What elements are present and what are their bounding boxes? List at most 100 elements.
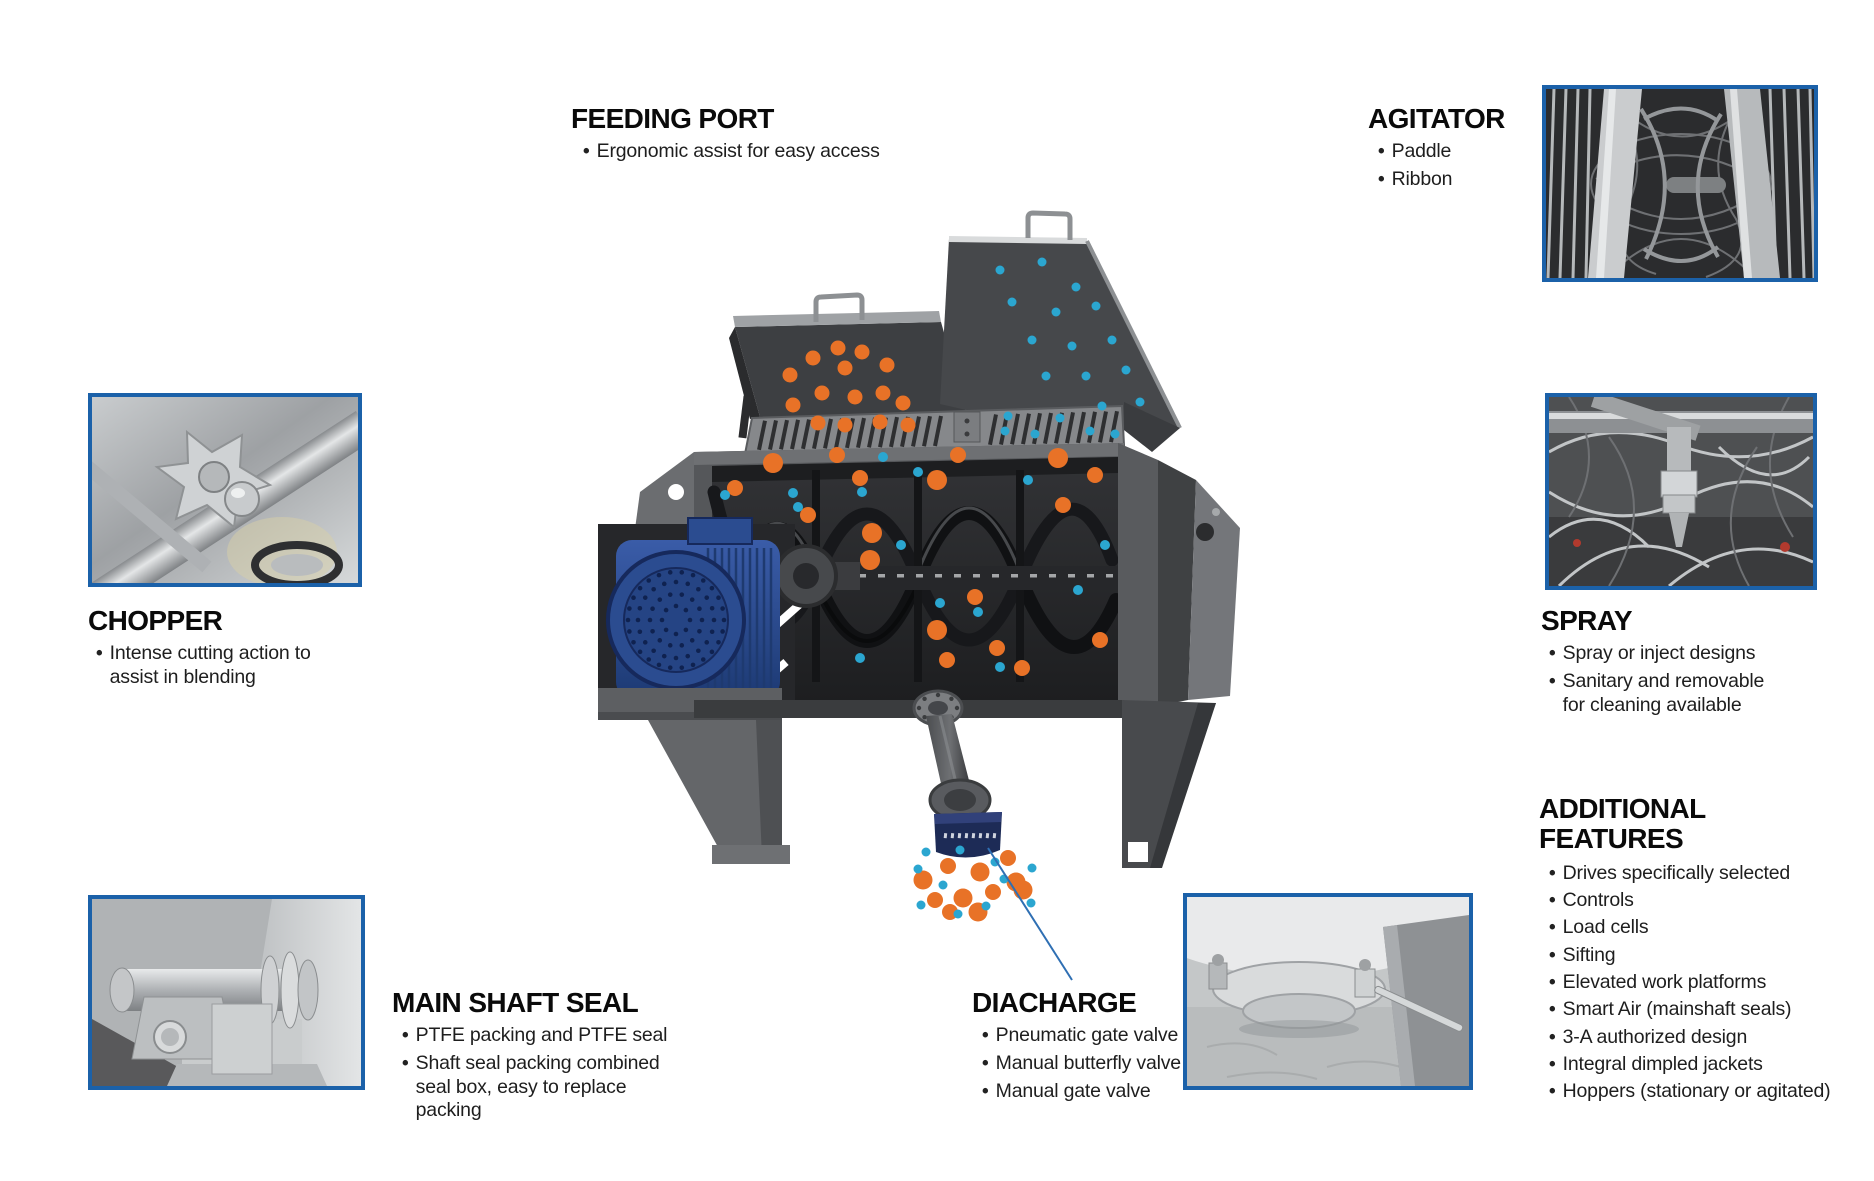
blender-body bbox=[694, 443, 1158, 716]
bullet-dot: • bbox=[1549, 670, 1556, 692]
bullet-text: Integral dimpled jackets bbox=[1562, 1052, 1763, 1075]
discharge-photo bbox=[1183, 893, 1473, 1090]
bullet-list: • PTFE packing and PTFE seal • Shaft seal p… bbox=[402, 1024, 692, 1123]
left-leg bbox=[648, 720, 782, 858]
spray-pipe bbox=[1667, 427, 1691, 475]
bullet-list: •Paddle•Ribbon bbox=[1378, 140, 1548, 192]
bullet-dot: • bbox=[1378, 140, 1385, 162]
left-lid-handle-icon bbox=[813, 292, 865, 322]
bullet-text: Pneumatic gate valve bbox=[995, 1023, 1179, 1046]
bullet-text: Drives specifically selected bbox=[1562, 861, 1791, 884]
bullet-dot: • bbox=[1378, 168, 1385, 190]
discharge-valve bbox=[912, 689, 1002, 858]
bullet-item: • 3-A authorized design bbox=[1549, 1026, 1874, 1050]
feeding-port-label: FEEDING PORT • Ergonomic assist for easy … bbox=[571, 104, 901, 168]
bullet-dot: • bbox=[1549, 890, 1556, 912]
bullet-item: •Manual gate valve bbox=[982, 1080, 1212, 1104]
bullet-item: •Paddle bbox=[1378, 140, 1548, 164]
bullet-dot: • bbox=[402, 1024, 409, 1046]
spray-photo bbox=[1545, 393, 1817, 590]
section-title: SPRAY bbox=[1541, 605, 1633, 636]
bullet-list: • Spray or inject designs • Sanitary and re… bbox=[1549, 642, 1791, 717]
discharge-label: DIACHARGE • Pneumatic gate valve •Manual b… bbox=[972, 988, 1212, 1107]
bullet-text: Sifting bbox=[1562, 943, 1616, 966]
section-title: MAIN SHAFT SEAL bbox=[392, 987, 639, 1018]
bullet-dot: • bbox=[982, 1052, 989, 1074]
bullet-item: • Spray or inject designs bbox=[1549, 642, 1791, 666]
bullet-dot: • bbox=[1549, 999, 1556, 1021]
motor-junction-box bbox=[687, 517, 753, 545]
bullet-dot: • bbox=[982, 1024, 989, 1046]
bullet-dot: • bbox=[1549, 972, 1556, 994]
bullet-item: •Load cells bbox=[1549, 916, 1874, 940]
blue-particles-discharge bbox=[913, 845, 1037, 919]
bullet-dot: • bbox=[982, 1080, 989, 1102]
section-title: DIACHARGE bbox=[972, 987, 1137, 1018]
bullet-dot: • bbox=[1549, 1081, 1556, 1103]
bullet-item: • PTFE packing and PTFE seal bbox=[402, 1024, 692, 1048]
bullet-dot: • bbox=[1549, 1026, 1556, 1048]
bullet-text: Elevated work platforms bbox=[1562, 971, 1767, 994]
bullet-item: • Smart Air (mainshaft seals) bbox=[1549, 998, 1874, 1022]
valve-lever bbox=[1374, 985, 1464, 1032]
chopper-photo bbox=[88, 393, 362, 587]
section-title: AGITATOR bbox=[1368, 103, 1505, 134]
drive-motor bbox=[598, 517, 860, 712]
bullet-item: • Sifting bbox=[1549, 944, 1874, 968]
bullet-text: Ergonomic assist for easy access bbox=[596, 139, 880, 162]
bullet-item: • Drives specifically selected bbox=[1549, 862, 1874, 886]
orange-particles-discharge bbox=[913, 850, 1033, 922]
section-title: CHOPPER bbox=[88, 605, 223, 636]
bullet-item: •Manual butterfly valve bbox=[982, 1052, 1212, 1076]
agitator-photo bbox=[1542, 85, 1818, 282]
bullet-text: Ribbon bbox=[1391, 167, 1453, 190]
bullet-item: • Elevated work platforms bbox=[1549, 971, 1874, 995]
bullet-item: • Hoppers (stationary or agitated) bbox=[1549, 1080, 1874, 1104]
right-lid-handle-icon bbox=[1025, 210, 1073, 240]
blue-particles-feed bbox=[995, 257, 1145, 439]
additional-features-label: ADDITIONAL FEATURES • Drives specifically… bbox=[1539, 794, 1874, 1107]
ribbon-blender-illustration bbox=[598, 210, 1240, 981]
orange-particles-feed bbox=[782, 340, 916, 433]
spray-label: SPRAY • Spray or inject designs • Sanitary … bbox=[1541, 606, 1791, 721]
support-legs bbox=[598, 688, 1216, 868]
bullet-dot: • bbox=[583, 140, 590, 162]
bullet-item: • Pneumatic gate valve bbox=[982, 1024, 1212, 1048]
main-shaft-seal-photo bbox=[88, 895, 365, 1090]
main-shaft-seal-label: MAIN SHAFT SEAL • PTFE packing and PTFE s… bbox=[392, 988, 692, 1127]
bullet-text: 3-A authorized design bbox=[1562, 1025, 1748, 1048]
bullet-text: Spray or inject designs bbox=[1562, 641, 1756, 664]
bullet-list: • Pneumatic gate valve •Manual butterfly v… bbox=[982, 1024, 1212, 1103]
bullet-dot: • bbox=[1549, 944, 1556, 966]
agitator-label: AGITATOR •Paddle•Ribbon bbox=[1368, 104, 1548, 196]
bullet-text: Smart Air (mainshaft seals) bbox=[1562, 998, 1792, 1021]
discharge-callout-line bbox=[987, 847, 1073, 981]
bullet-item: • Ergonomic assist for easy access bbox=[583, 140, 901, 164]
bullet-item: •Controls bbox=[1549, 889, 1874, 913]
bullet-item: • Ribbon bbox=[1378, 168, 1548, 192]
bullet-text: Hoppers (stationary or agitated) bbox=[1562, 1080, 1831, 1103]
bullet-text: PTFE packing and PTFE seal bbox=[415, 1023, 668, 1046]
section-title: ADDITIONAL FEATURES bbox=[1539, 793, 1706, 854]
bullet-dot: • bbox=[1549, 862, 1556, 884]
bullet-list: • Ergonomic assist for easy access bbox=[583, 140, 901, 164]
lid-corner bbox=[1124, 402, 1180, 452]
bullet-dot: • bbox=[1549, 1053, 1556, 1075]
bullet-dot: • bbox=[1549, 642, 1556, 664]
right-feed-lid bbox=[940, 210, 1182, 429]
spray-nozzle bbox=[1669, 513, 1689, 547]
bullet-dot: • bbox=[1549, 917, 1556, 939]
bullet-dot: • bbox=[402, 1052, 409, 1074]
bullet-item: • Integral dimpled jackets bbox=[1549, 1053, 1874, 1077]
bullet-dot: • bbox=[96, 642, 103, 664]
section-title: FEEDING PORT bbox=[571, 103, 774, 134]
bullet-list: • Drives specifically selected •Controls •L… bbox=[1549, 862, 1874, 1104]
